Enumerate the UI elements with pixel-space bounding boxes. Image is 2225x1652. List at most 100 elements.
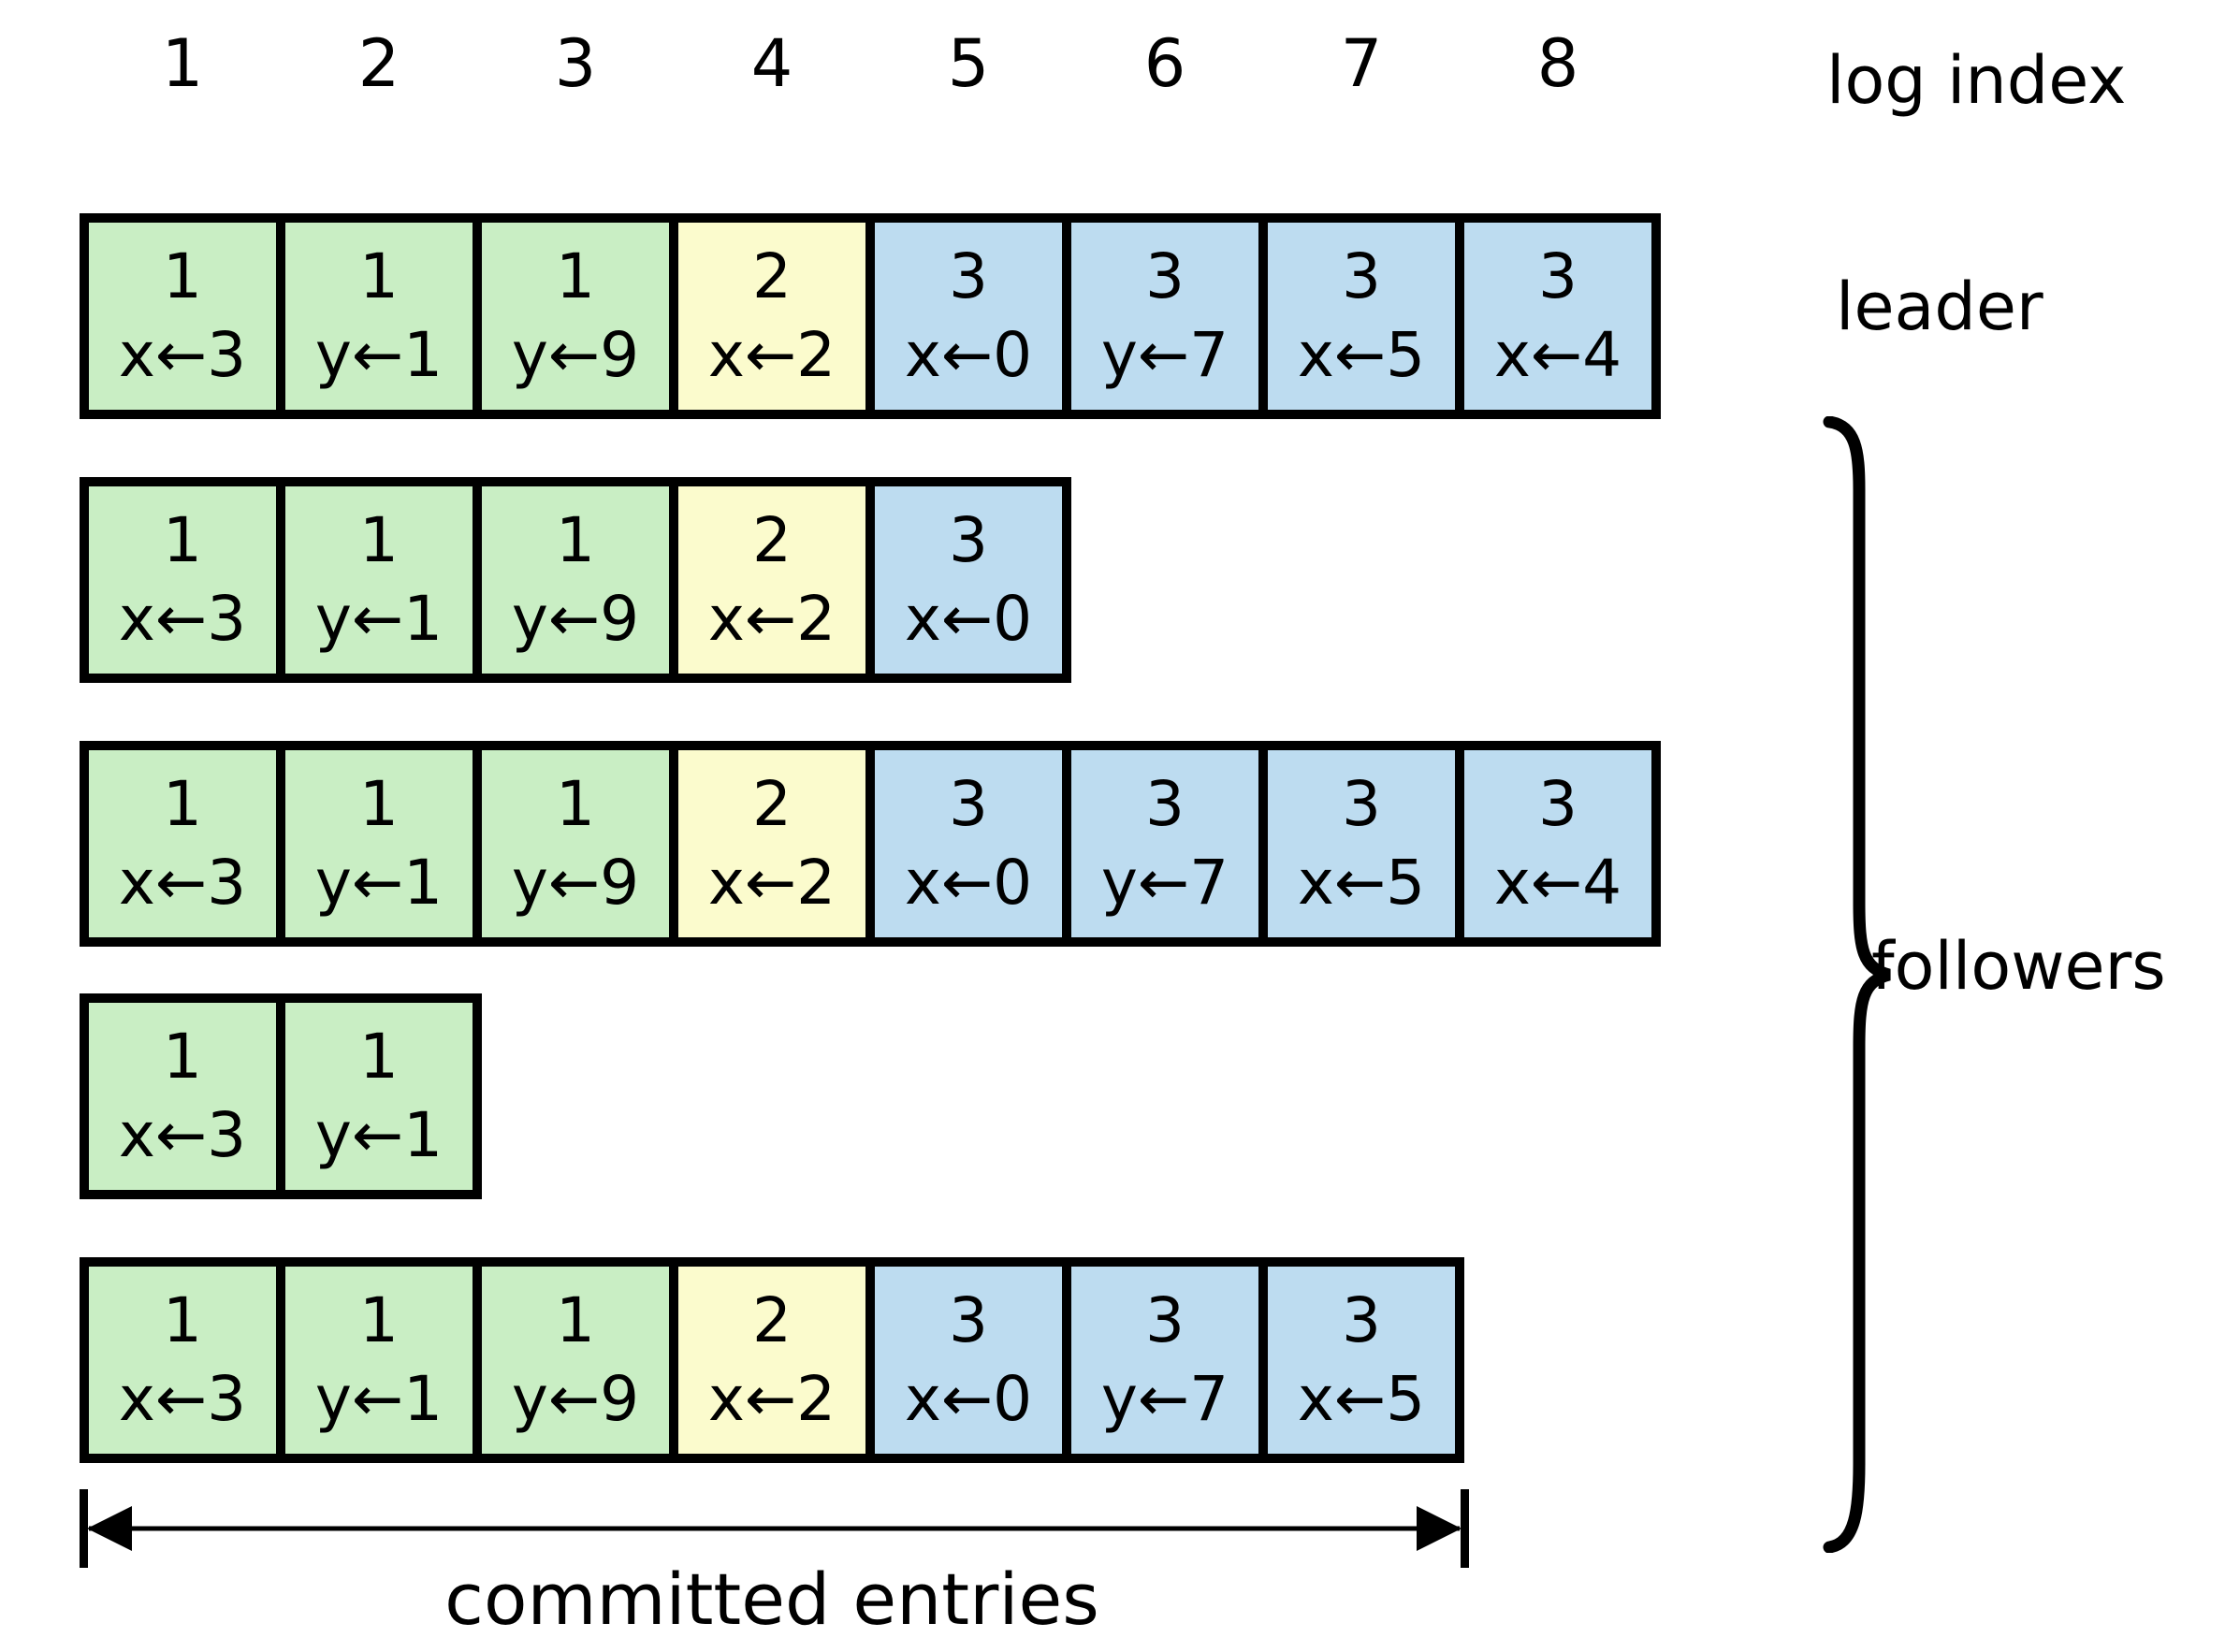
entry-term: 1 — [163, 767, 202, 840]
entry-command: x←3 — [118, 1099, 247, 1171]
entry-command: y←7 — [1100, 319, 1229, 391]
log-index-caption: log index — [1826, 42, 2127, 119]
entry-command: y←1 — [314, 1363, 444, 1435]
entry-command: x←5 — [1297, 847, 1426, 919]
log-index-label: 3 — [554, 25, 597, 102]
entry-command: y←9 — [511, 1363, 640, 1435]
log-index-label: 5 — [947, 25, 990, 102]
entry-term: 2 — [752, 503, 792, 576]
entry-command: y←9 — [511, 319, 640, 391]
entry-command: x←0 — [904, 319, 1033, 391]
entry-term: 3 — [1145, 1283, 1185, 1356]
log-index-label: 1 — [161, 25, 204, 102]
entry-command: x←5 — [1297, 319, 1426, 391]
entry-term: 1 — [556, 239, 595, 312]
entry-term: 1 — [163, 1283, 202, 1356]
entry-term: 1 — [359, 1020, 399, 1093]
entry-term: 2 — [752, 1283, 792, 1356]
log-index-label: 8 — [1536, 25, 1579, 102]
entry-term: 1 — [556, 1283, 595, 1356]
entry-command: y←1 — [314, 847, 444, 919]
entry-term: 3 — [1538, 239, 1578, 312]
entry-command: x←2 — [707, 583, 836, 655]
entry-command: y←1 — [314, 583, 444, 655]
entry-command: x←0 — [904, 1363, 1033, 1435]
committed-entries-arrow — [80, 1489, 1469, 1568]
entry-command: y←1 — [314, 1099, 444, 1171]
entry-term: 1 — [359, 1283, 399, 1356]
entry-term: 1 — [163, 1020, 202, 1093]
entry-command: x←0 — [904, 847, 1033, 919]
followers-brace — [1823, 416, 1891, 1553]
entry-term: 3 — [949, 503, 988, 576]
entry-term: 3 — [949, 767, 988, 840]
entry-command: x←0 — [904, 583, 1033, 655]
entry-term: 1 — [359, 239, 399, 312]
entry-command: x←5 — [1297, 1363, 1426, 1435]
entry-term: 3 — [1342, 239, 1381, 312]
entry-command: y←1 — [314, 319, 444, 391]
entry-command: x←4 — [1493, 319, 1622, 391]
leader-label: leader — [1836, 268, 2043, 345]
entry-term: 3 — [1145, 767, 1185, 840]
entry-command: x←3 — [118, 319, 247, 391]
entry-term: 1 — [556, 767, 595, 840]
entry-command: x←3 — [118, 583, 247, 655]
entry-command: y←7 — [1100, 847, 1229, 919]
log-index-label: 4 — [750, 25, 793, 102]
log-index-label: 2 — [357, 25, 400, 102]
entry-command: y←7 — [1100, 1363, 1229, 1435]
entry-term: 1 — [163, 239, 202, 312]
entry-term: 3 — [1538, 767, 1578, 840]
entry-term: 1 — [359, 503, 399, 576]
entry-command: x←4 — [1493, 847, 1622, 919]
log-index-label: 7 — [1340, 25, 1383, 102]
log-index-label: 6 — [1143, 25, 1186, 102]
entry-command: x←3 — [118, 1363, 247, 1435]
entry-command: x←2 — [707, 847, 836, 919]
entry-term: 3 — [1145, 239, 1185, 312]
committed-entries-label: committed entries — [444, 1558, 1099, 1641]
entry-command: x←2 — [707, 1363, 836, 1435]
entry-term: 1 — [556, 503, 595, 576]
entry-term: 3 — [949, 1283, 988, 1356]
entry-term: 3 — [1342, 1283, 1381, 1356]
entry-term: 1 — [359, 767, 399, 840]
entry-command: y←9 — [511, 583, 640, 655]
entry-term: 2 — [752, 767, 792, 840]
